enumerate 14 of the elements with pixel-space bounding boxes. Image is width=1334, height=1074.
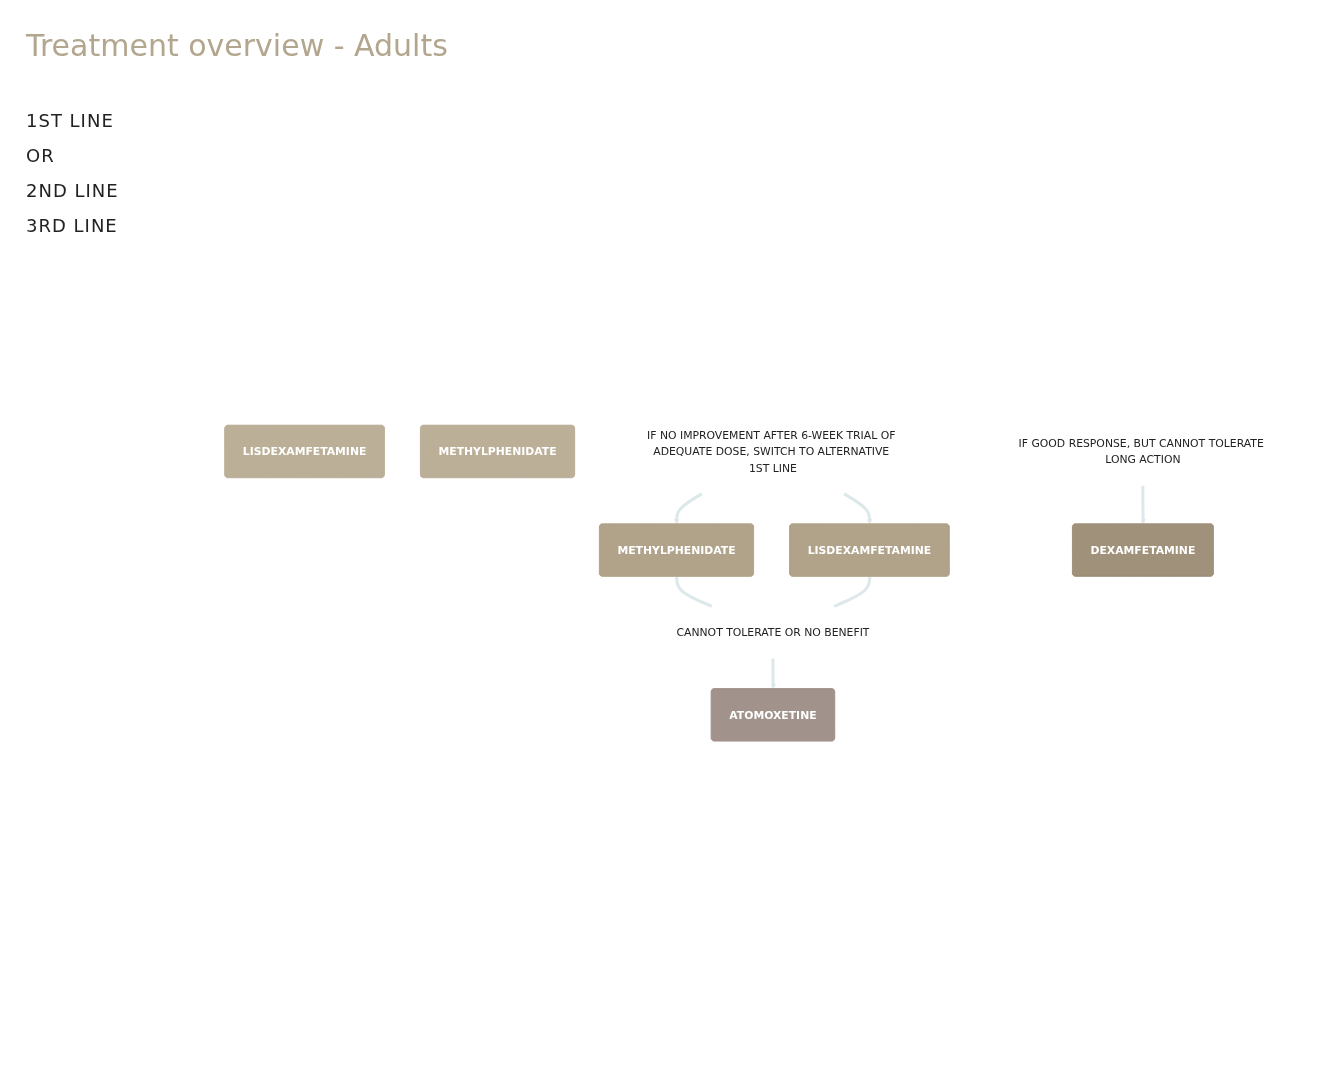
label-text: 1ST LINE — [26, 110, 115, 131]
connector — [833, 576, 872, 608]
title: Treatment overview - Adults — [26, 28, 448, 63]
label-text: 3RD LINE — [26, 215, 119, 236]
label-text: 2ND LINE — [26, 180, 119, 201]
node-text: CANNOT TOLERATE OR NO BENEFIT — [676, 626, 870, 639]
label-text: OR — [26, 145, 56, 166]
connector — [675, 576, 713, 608]
arrow — [674, 492, 703, 525]
node-text: IF GOOD RESPONSE, BUT CANNOT TOLERATE LONG ACTION — [1018, 437, 1264, 466]
arrow — [1140, 485, 1146, 525]
arrow — [770, 658, 776, 690]
node-text: IF NO IMPROVEMENT AFTER 6-WEEK TRIAL OF ADEQUATE DOSE, SWITCH TO ALTERNATIVE 1ST LINE — [647, 428, 896, 475]
arrow — [843, 492, 873, 525]
